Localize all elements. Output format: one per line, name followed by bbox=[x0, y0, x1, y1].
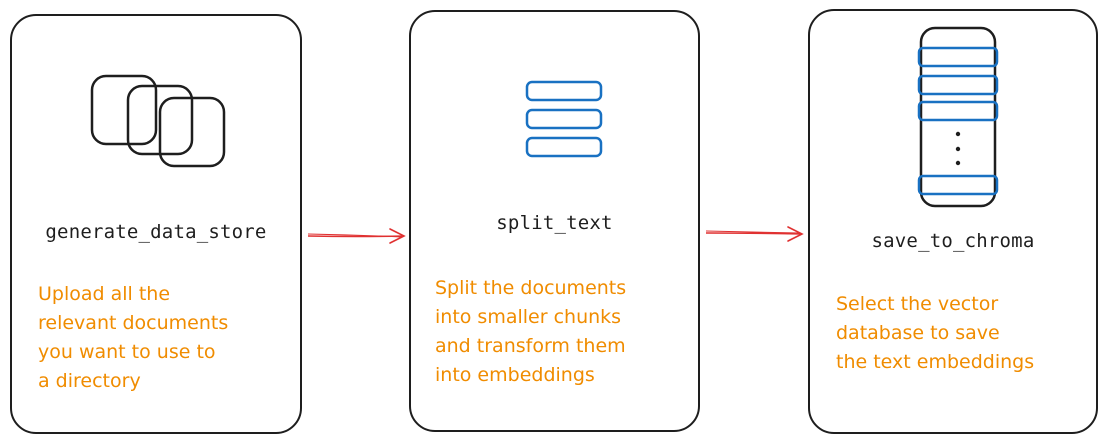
step-description: Upload all the relevant documents you wa… bbox=[38, 283, 229, 392]
documents-icon bbox=[88, 72, 228, 172]
step-card-split-text: split_text Split the documents into smal… bbox=[409, 10, 700, 432]
step-title: split_text bbox=[496, 212, 613, 234]
step-card-generate-data-store: generate_data_store Upload all the relev… bbox=[10, 14, 302, 434]
text-chunks-icon bbox=[525, 80, 605, 162]
arrow-right bbox=[704, 223, 806, 243]
arrow-right bbox=[306, 226, 408, 246]
step-card-save-to-chroma: save_to_chroma Select the vector databas… bbox=[808, 9, 1098, 434]
vector-database-icon bbox=[917, 25, 999, 211]
step-description: Select the vector database to save the t… bbox=[836, 293, 1035, 373]
step-title: generate_data_store bbox=[45, 221, 267, 243]
step-title: save_to_chroma bbox=[871, 230, 1035, 252]
step-description: Split the documents into smaller chunks … bbox=[435, 277, 627, 386]
